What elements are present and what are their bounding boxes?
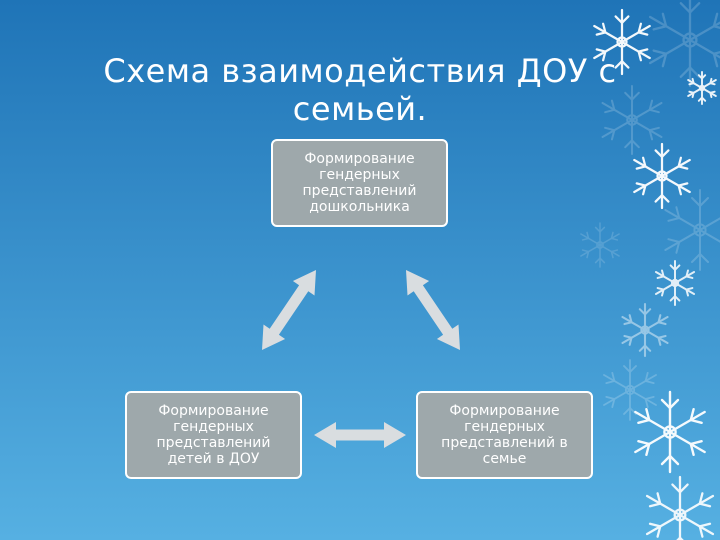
node-label: Формирование гендерных представлений дет… (156, 403, 271, 467)
node-label: Формирование гендерных представлений дош… (302, 151, 417, 215)
arrow-top-right (406, 270, 460, 350)
arrow-left-right (314, 422, 406, 448)
node-family-gender-concepts: Формирование гендерных представлений в с… (416, 391, 593, 479)
node-preschooler-gender-concepts: Формирование гендерных представлений дош… (271, 139, 448, 227)
node-label: Формирование гендерных представлений в с… (441, 403, 568, 467)
slide-title: Схема взаимодействия ДОУ с семьей. (103, 52, 617, 128)
node-kindergarten-gender-concepts: Формирование гендерных представлений дет… (125, 391, 302, 479)
arrow-top-left (262, 270, 316, 350)
